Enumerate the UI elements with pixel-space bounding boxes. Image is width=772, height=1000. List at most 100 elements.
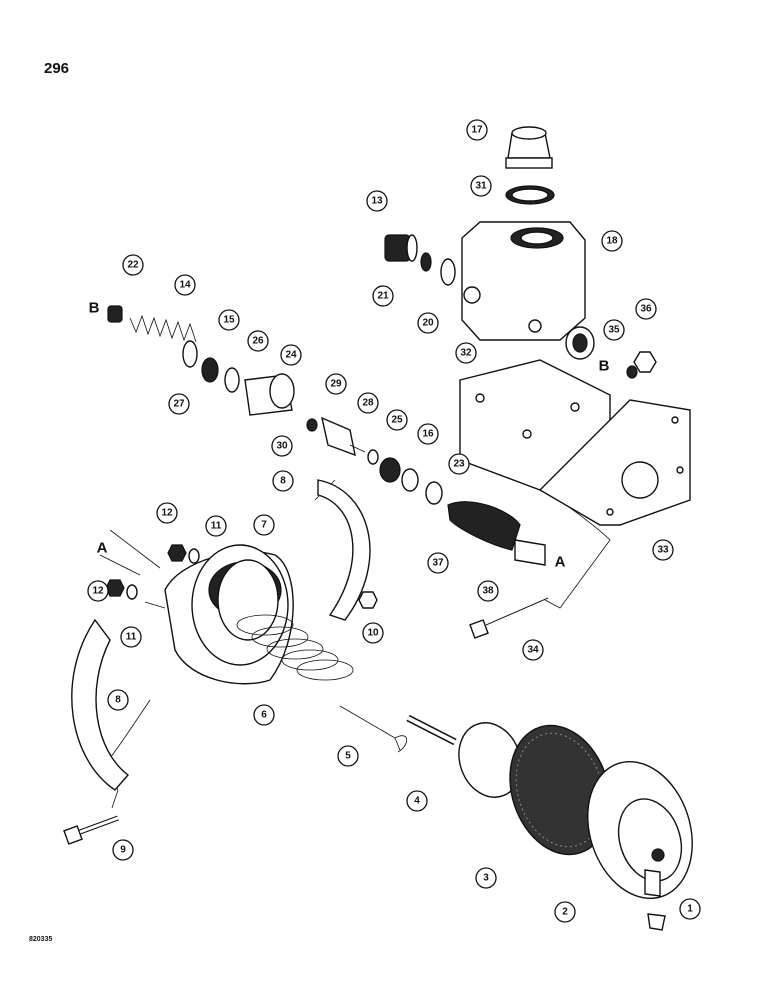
callout-34: 34 bbox=[522, 639, 544, 661]
svg-text:12: 12 bbox=[92, 586, 104, 597]
callout-18: 18 bbox=[601, 230, 623, 252]
diaphragm-spring bbox=[236, 614, 354, 681]
washer-lower bbox=[126, 584, 138, 600]
long-bolt bbox=[469, 597, 549, 639]
callout-15: 15 bbox=[218, 309, 240, 331]
reference-letter: B bbox=[599, 358, 610, 375]
svg-text:10: 10 bbox=[367, 628, 379, 639]
svg-text:33: 33 bbox=[657, 545, 669, 556]
callout-20: 20 bbox=[417, 312, 439, 334]
svg-text:32: 32 bbox=[460, 348, 472, 359]
callout-35: 35 bbox=[603, 319, 625, 341]
svg-text:21: 21 bbox=[377, 291, 389, 302]
svg-text:30: 30 bbox=[276, 441, 288, 452]
fitting bbox=[384, 234, 418, 262]
seal-cup bbox=[201, 357, 219, 383]
hex-nut bbox=[633, 351, 657, 373]
piston-end-cap bbox=[107, 305, 123, 323]
callout-37: 37 bbox=[427, 552, 449, 574]
svg-text:37: 37 bbox=[432, 558, 444, 569]
svg-text:14: 14 bbox=[179, 280, 191, 291]
svg-text:23: 23 bbox=[453, 459, 465, 470]
callout-9: 9 bbox=[112, 839, 134, 861]
callout-16: 16 bbox=[417, 423, 439, 445]
retaining-pin bbox=[339, 705, 408, 753]
svg-text:28: 28 bbox=[362, 398, 374, 409]
callout-29: 29 bbox=[325, 373, 347, 395]
booster-front-shell bbox=[164, 544, 294, 685]
svg-text:6: 6 bbox=[261, 710, 267, 721]
svg-text:13: 13 bbox=[371, 196, 383, 207]
svg-text:25: 25 bbox=[391, 415, 403, 426]
cap-gasket-inner bbox=[511, 188, 549, 202]
callout-23: 23 bbox=[448, 453, 470, 475]
callout-14: 14 bbox=[174, 274, 196, 296]
svg-text:22: 22 bbox=[127, 260, 139, 271]
small-seal bbox=[306, 418, 318, 432]
callout-32: 32 bbox=[455, 342, 477, 364]
callout-7: 7 bbox=[253, 514, 275, 536]
svg-text:20: 20 bbox=[422, 318, 434, 329]
callout-12: 12 bbox=[87, 580, 109, 602]
callout-28: 28 bbox=[357, 392, 379, 414]
mounting-bracket-lower bbox=[538, 399, 691, 526]
svg-text:8: 8 bbox=[280, 476, 286, 487]
svg-text:18: 18 bbox=[606, 236, 618, 247]
callout-11: 11 bbox=[205, 515, 227, 537]
callout-25: 25 bbox=[386, 409, 408, 431]
clamp-bolt bbox=[63, 815, 119, 845]
retainer bbox=[401, 468, 419, 492]
small-washer bbox=[420, 252, 432, 272]
reference-letter: A bbox=[555, 554, 566, 571]
booster-rear-shell bbox=[587, 760, 693, 900]
washer-upper bbox=[188, 548, 200, 564]
svg-text:1: 1 bbox=[687, 904, 693, 915]
callout-3: 3 bbox=[475, 867, 497, 889]
svg-text:36: 36 bbox=[640, 304, 652, 315]
callout-30: 30 bbox=[271, 435, 293, 457]
rubber-boot bbox=[447, 501, 521, 551]
callout-31: 31 bbox=[470, 175, 492, 197]
svg-text:7: 7 bbox=[261, 520, 267, 531]
svg-text:11: 11 bbox=[211, 521, 222, 532]
clamp-band-upper bbox=[317, 479, 371, 621]
washer bbox=[224, 367, 240, 393]
push-rod-piston bbox=[321, 416, 366, 457]
callout-17: 17 bbox=[466, 119, 488, 141]
svg-text:31: 31 bbox=[475, 181, 487, 192]
svg-text:11: 11 bbox=[126, 632, 137, 643]
callout-5: 5 bbox=[337, 745, 359, 767]
callout-13: 13 bbox=[366, 190, 388, 212]
svg-text:2: 2 bbox=[562, 907, 568, 918]
svg-text:27: 27 bbox=[173, 399, 185, 410]
return-spring bbox=[129, 314, 197, 343]
callout-4: 4 bbox=[406, 790, 428, 812]
small-ring bbox=[440, 258, 456, 286]
svg-text:15: 15 bbox=[223, 315, 235, 326]
callout-33: 33 bbox=[652, 539, 674, 561]
reference-letter: A bbox=[97, 540, 108, 557]
svg-text:12: 12 bbox=[161, 508, 173, 519]
callout-24: 24 bbox=[280, 344, 302, 366]
callout-balloons: 1 2 3 4 5 6 7 8 8 9 10 11 11 12 12 13 14… bbox=[87, 119, 701, 923]
svg-text:29: 29 bbox=[330, 379, 342, 390]
reference-letters: A A B B bbox=[89, 300, 610, 571]
reference-letter: B bbox=[89, 300, 100, 317]
callout-36: 36 bbox=[635, 298, 657, 320]
callout-27: 27 bbox=[168, 393, 190, 415]
callout-21: 21 bbox=[372, 285, 394, 307]
clamp-band-lower bbox=[71, 618, 130, 791]
callout-1: 1 bbox=[679, 898, 701, 920]
callout-22: 22 bbox=[122, 254, 144, 276]
clamp-nut bbox=[358, 591, 378, 609]
svg-text:24: 24 bbox=[285, 350, 297, 361]
svg-text:16: 16 bbox=[422, 429, 434, 440]
nut-lower bbox=[105, 579, 125, 597]
svg-text:35: 35 bbox=[608, 325, 620, 336]
callout-2: 2 bbox=[554, 901, 576, 923]
page-number: 296 bbox=[44, 60, 70, 77]
o-ring bbox=[367, 449, 379, 465]
callout-8: 8 bbox=[107, 689, 129, 711]
